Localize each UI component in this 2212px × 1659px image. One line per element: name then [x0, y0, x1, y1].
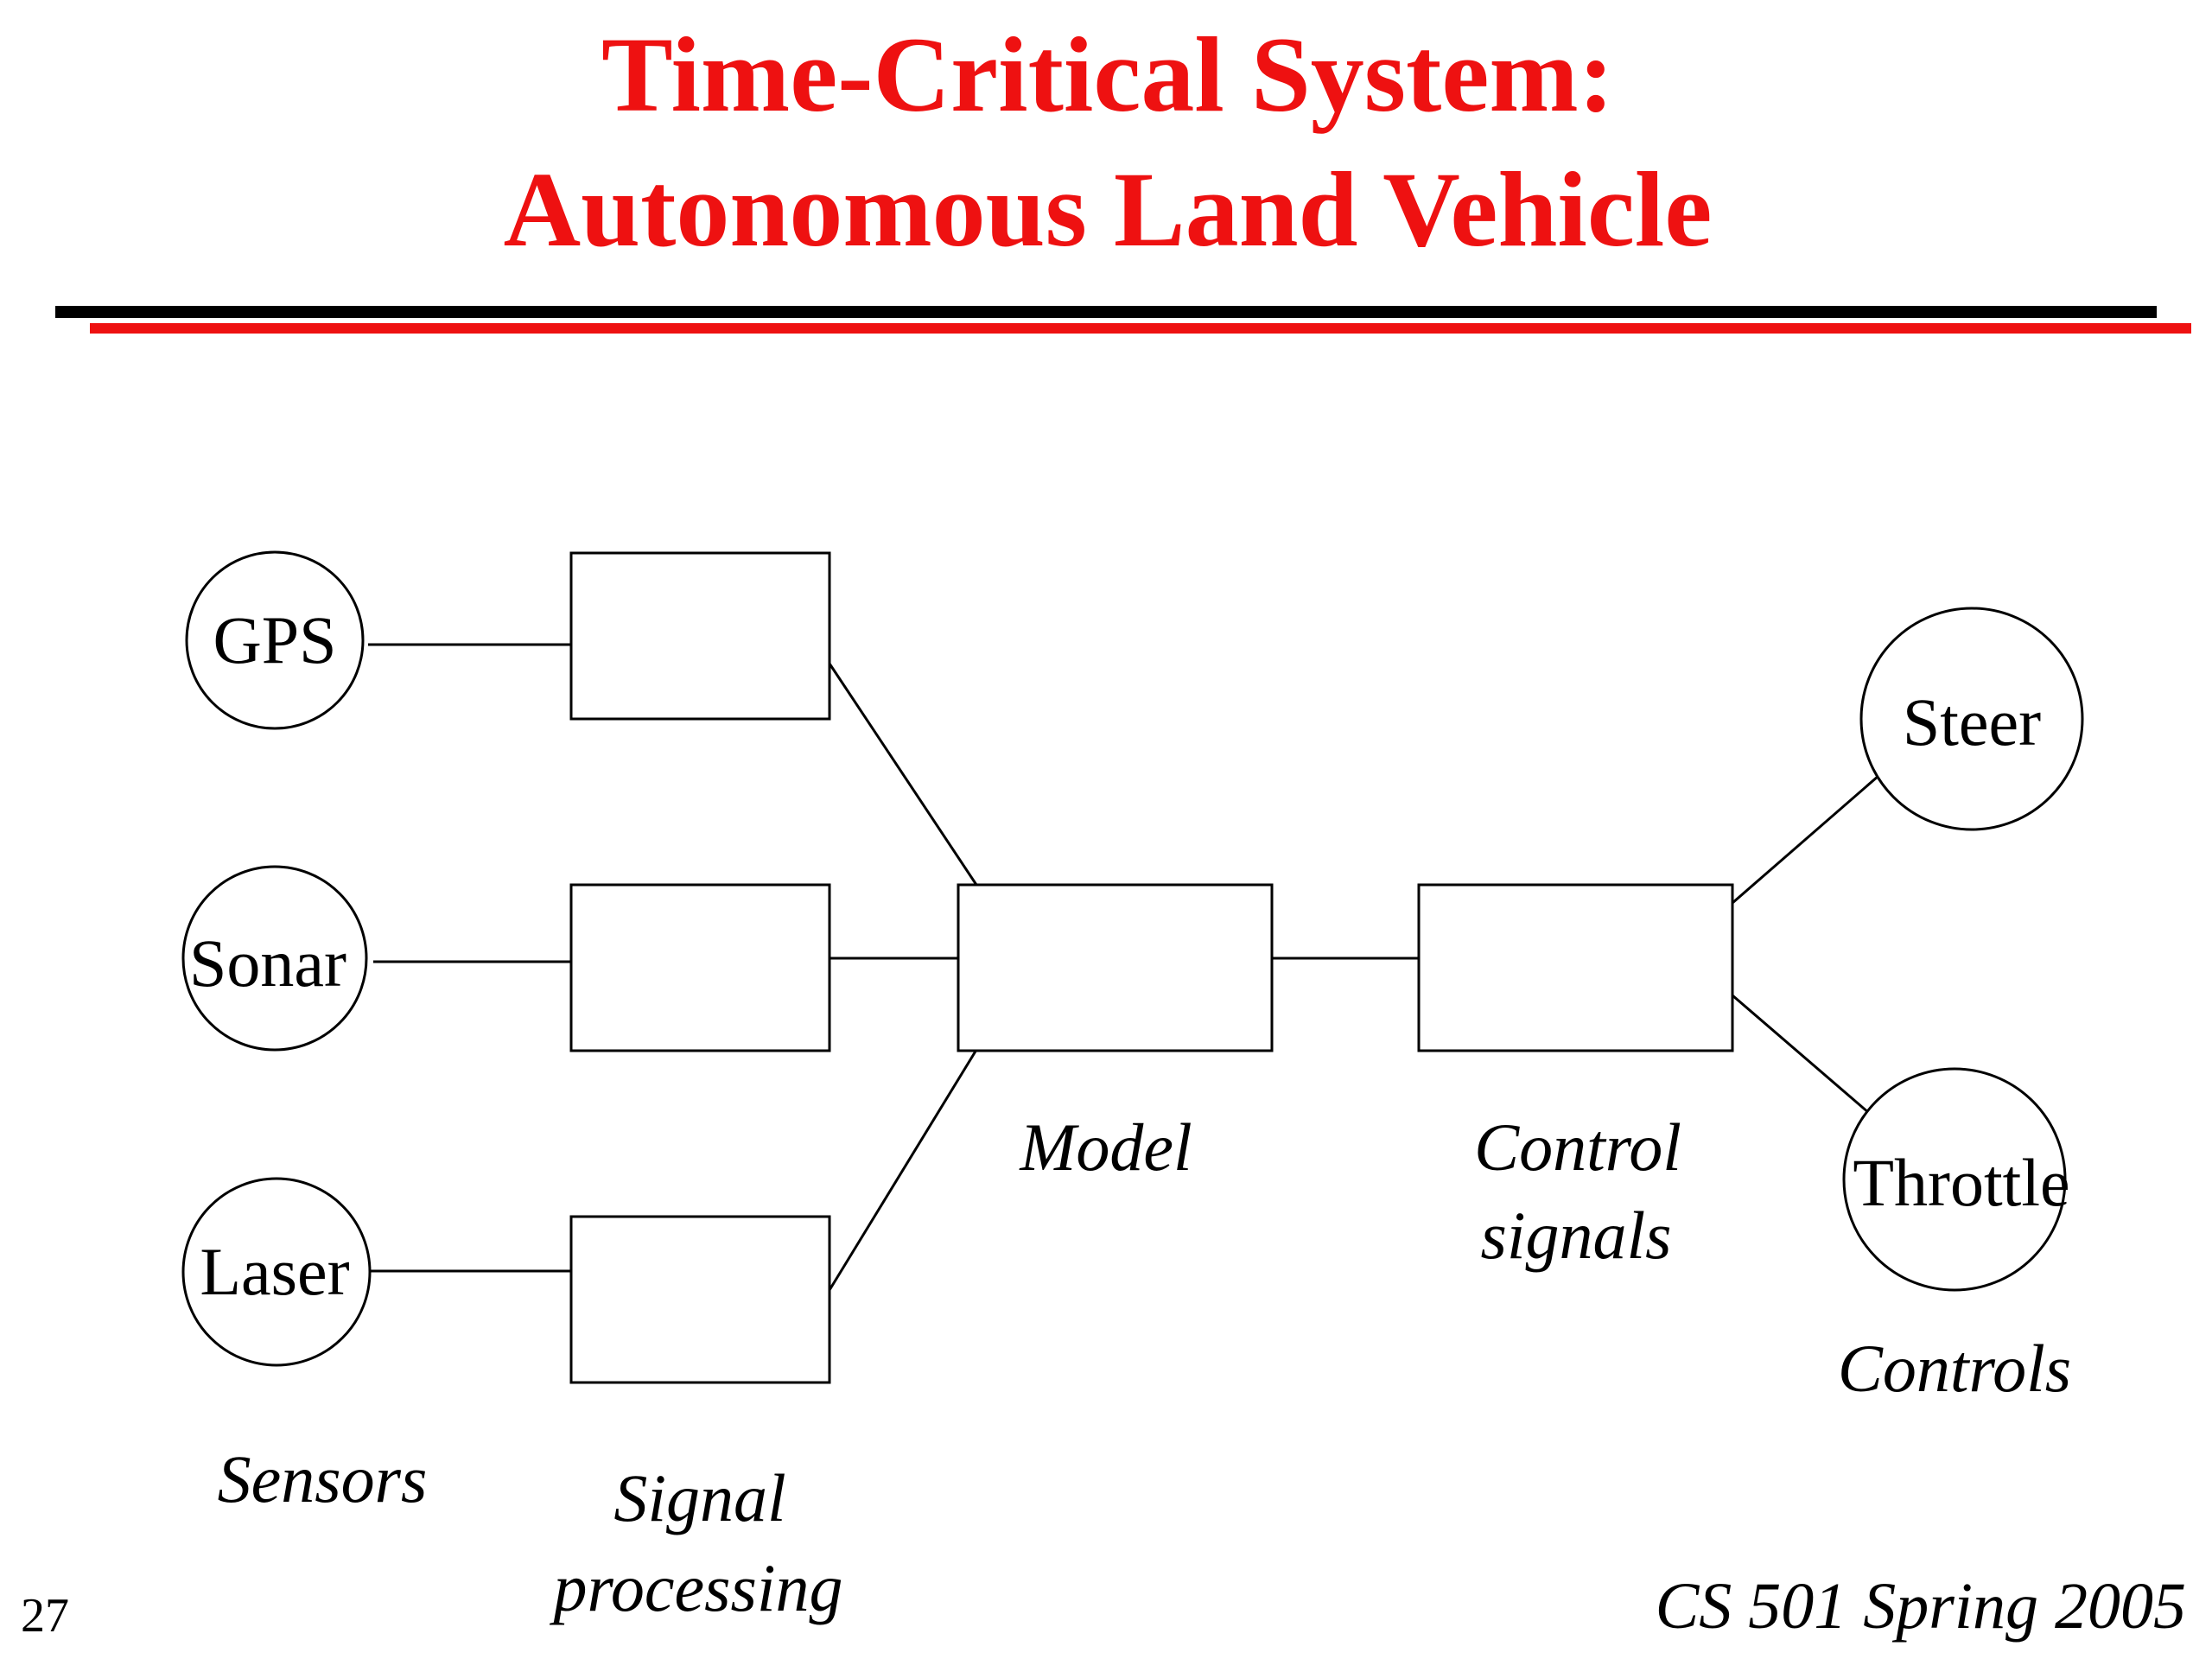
sensor-node-sonar — [181, 865, 368, 1052]
gps-label: GPS — [213, 602, 336, 677]
model-group-label: Model — [1019, 1109, 1192, 1185]
signal-processor-box-2 — [569, 883, 831, 1052]
sensors-group-label: Sensors — [218, 1441, 428, 1516]
course-footer: CS 501 Spring 2005 — [1656, 1570, 2186, 1643]
edge-control-to-throttle — [1732, 994, 1870, 1115]
controls-group-label: Controls — [1838, 1331, 2071, 1406]
title-rule-red — [90, 323, 2191, 334]
signal-processor-box-3 — [569, 1215, 831, 1384]
control-signals-box — [1417, 883, 1734, 1052]
signal-processor-box-1 — [569, 551, 831, 721]
sensor-node-laser — [181, 1177, 372, 1367]
edge-control-to-steer — [1732, 774, 1879, 905]
throttle-label: Throttle — [1853, 1145, 2069, 1220]
signal-processing-label-line-1: Signal — [613, 1460, 785, 1535]
diagram-edges — [368, 643, 1879, 1291]
edge-processor-1-to-model — [828, 663, 978, 886]
edge-processor-3-to-model — [828, 1049, 978, 1291]
steer-label: Steer — [1903, 684, 2041, 760]
laser-label: Laser — [200, 1234, 349, 1309]
control-signals-label-line-1: Control — [1474, 1109, 1681, 1185]
control-node-throttle — [1842, 1067, 2067, 1292]
slide-number: 27 — [21, 1589, 69, 1643]
slide-title-line-2: Autonomous Land Vehicle — [504, 150, 1713, 269]
sensor-node-gps — [185, 550, 365, 730]
control-signals-label-line-2: signals — [1480, 1198, 1671, 1273]
slide-title-line-1: Time-Critical System: — [601, 16, 1614, 134]
signal-processing-label-line-2: processing — [549, 1550, 842, 1625]
control-node-steer — [1859, 607, 2084, 831]
title-rule-black — [55, 306, 2157, 318]
sonar-label: Sonar — [189, 925, 346, 1001]
model-box — [957, 883, 1274, 1052]
